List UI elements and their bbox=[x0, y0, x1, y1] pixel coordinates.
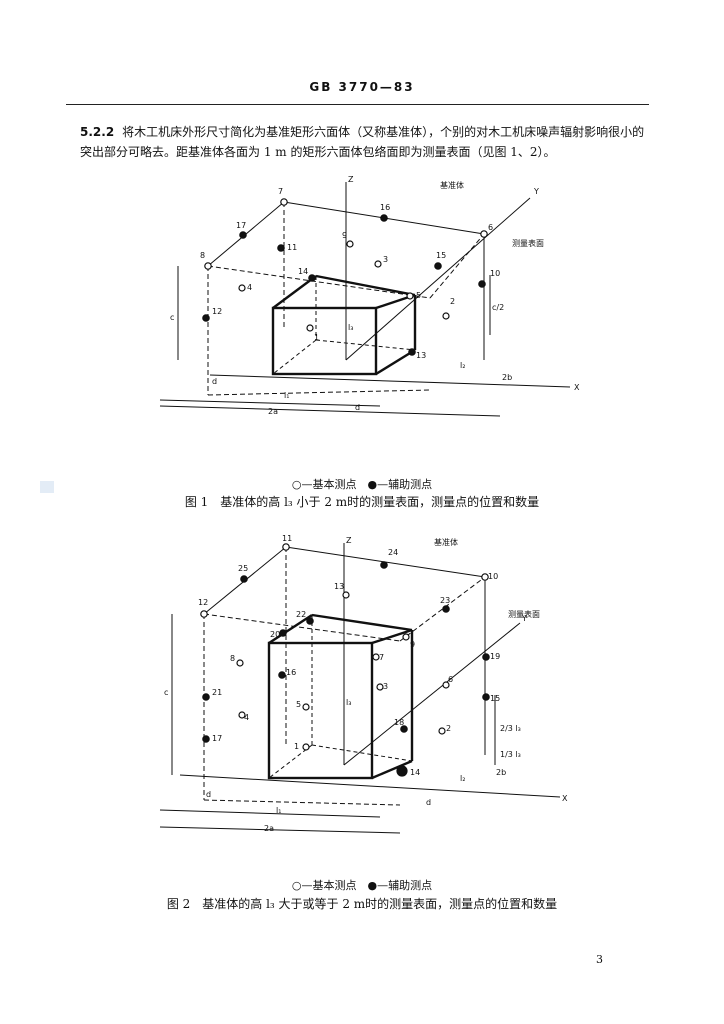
fig2-dim-d-left: d bbox=[206, 790, 211, 799]
x-axis-label: X bbox=[574, 383, 580, 392]
svg-text:4: 4 bbox=[247, 283, 252, 292]
fig2-dim-d-right: d bbox=[426, 798, 431, 807]
z-axis-label: Z bbox=[348, 175, 354, 184]
svg-text:8: 8 bbox=[200, 251, 205, 260]
fig2-y-axis-label: Y bbox=[521, 614, 527, 623]
svg-text:16: 16 bbox=[380, 203, 390, 212]
svg-text:7: 7 bbox=[278, 187, 283, 196]
svg-text:12: 12 bbox=[212, 307, 222, 316]
svg-text:10: 10 bbox=[490, 269, 500, 278]
svg-text:12: 12 bbox=[198, 598, 208, 607]
svg-text:20: 20 bbox=[270, 630, 280, 639]
fig2-caption: 图 2 基准体的高 l₃ 大于或等于 2 m时的测量表面，测量点的位置和数量 bbox=[166, 897, 558, 911]
header-rule bbox=[66, 104, 649, 105]
paragraph-text: 将木工机床外形尺寸简化为基准矩形六面体（又称基准体），个别的对木工机床噪声辐射影… bbox=[80, 125, 645, 159]
page-number: 3 bbox=[596, 953, 603, 966]
svg-text:15: 15 bbox=[490, 694, 500, 703]
svg-text:9: 9 bbox=[342, 231, 347, 240]
svg-text:11: 11 bbox=[287, 243, 297, 252]
svg-text:1: 1 bbox=[314, 333, 319, 342]
svg-text:22: 22 bbox=[296, 610, 306, 619]
side-tab-marker bbox=[40, 481, 54, 493]
fig2-dim-l2: l₂ bbox=[460, 774, 465, 783]
svg-text:25: 25 bbox=[238, 564, 248, 573]
svg-text:5: 5 bbox=[296, 700, 301, 709]
fig2-dim-2b: 2b bbox=[496, 768, 506, 777]
fig1-dim-c-half: c/2 bbox=[492, 303, 504, 312]
figure-2-diagram: 11 12 10 13 9 7 8 3 6 4 5 2 1 25 24 23 20 22 16 19 21… bbox=[159, 535, 568, 834]
svg-text:21: 21 bbox=[212, 688, 222, 697]
figure-1-diagram: 7 8 6 9 3 4 5 2 1 17 16 11 15 10 12 13 14 Z Y X 基准体… bbox=[159, 175, 580, 417]
fig2-legend: ○—基本测点 ●—辅助测点 bbox=[291, 879, 433, 892]
fig1-dim-d-right: d bbox=[355, 403, 360, 412]
svg-text:3: 3 bbox=[383, 682, 388, 691]
svg-text:23: 23 bbox=[440, 596, 450, 605]
svg-text:11: 11 bbox=[282, 535, 292, 543]
svg-text:3: 3 bbox=[383, 255, 388, 264]
fig1-dim-c: c bbox=[170, 313, 174, 322]
fig1-dim-2a: 2a bbox=[268, 407, 278, 416]
svg-text:4: 4 bbox=[244, 713, 249, 722]
svg-text:16: 16 bbox=[286, 668, 296, 677]
fig2-surface-label: 测量表面 bbox=[508, 609, 540, 619]
fig2-x-axis-label: X bbox=[562, 794, 568, 803]
fig1-base-label: 基准体 bbox=[440, 180, 464, 190]
svg-text:8: 8 bbox=[230, 654, 235, 663]
page-header: GB 3770—83 bbox=[309, 80, 415, 94]
fig1-legend: ○—基本测点 ●—辅助测点 bbox=[291, 478, 433, 491]
svg-text:14: 14 bbox=[298, 267, 308, 276]
svg-text:17: 17 bbox=[212, 734, 222, 743]
fig2-dim-l3: l₃ bbox=[346, 698, 351, 707]
y-axis-label: Y bbox=[533, 187, 539, 196]
svg-text:13: 13 bbox=[334, 582, 344, 591]
svg-text:15: 15 bbox=[436, 251, 446, 260]
svg-text:13: 13 bbox=[416, 351, 426, 360]
svg-text:2: 2 bbox=[446, 724, 451, 733]
svg-text:10: 10 bbox=[488, 572, 498, 581]
fig1-dim-l1: l₁ bbox=[284, 391, 289, 400]
svg-text:1: 1 bbox=[294, 742, 299, 751]
fig1-dim-l2: l₂ bbox=[460, 361, 465, 370]
svg-text:7: 7 bbox=[379, 653, 384, 662]
fig1-dim-d-left: d bbox=[212, 377, 217, 386]
section-number: 5.2.2 bbox=[80, 125, 115, 139]
svg-text:17: 17 bbox=[236, 221, 246, 230]
svg-text:24: 24 bbox=[388, 548, 398, 557]
svg-text:19: 19 bbox=[490, 652, 500, 661]
fig1-dim-2b: 2b bbox=[502, 373, 512, 382]
fig2-dim-l1: l₁ bbox=[276, 806, 281, 815]
fig1-dim-l3: l₃ bbox=[348, 323, 353, 332]
fig2-dim-two-third: 2/3 l₃ bbox=[500, 724, 521, 733]
svg-text:2: 2 bbox=[450, 297, 455, 306]
fig2-z-axis-label: Z bbox=[346, 536, 352, 545]
svg-text:6: 6 bbox=[448, 675, 453, 684]
svg-text:9: 9 bbox=[410, 640, 415, 649]
svg-text:6: 6 bbox=[488, 223, 493, 232]
svg-text:18: 18 bbox=[394, 718, 404, 727]
svg-text:14: 14 bbox=[410, 768, 420, 777]
fig2-dim-2a: 2a bbox=[264, 824, 274, 833]
svg-text:5: 5 bbox=[416, 291, 421, 300]
fig2-dim-third: 1/3 l₃ bbox=[500, 750, 521, 759]
fig2-dim-c: c bbox=[164, 688, 168, 697]
fig2-base-label: 基准体 bbox=[434, 537, 458, 547]
fig1-caption: 图 1 基准体的高 l₃ 小于 2 m时的测量表面，测量点的位置和数量 bbox=[184, 495, 540, 509]
fig1-surface-label: 测量表面 bbox=[512, 238, 544, 248]
